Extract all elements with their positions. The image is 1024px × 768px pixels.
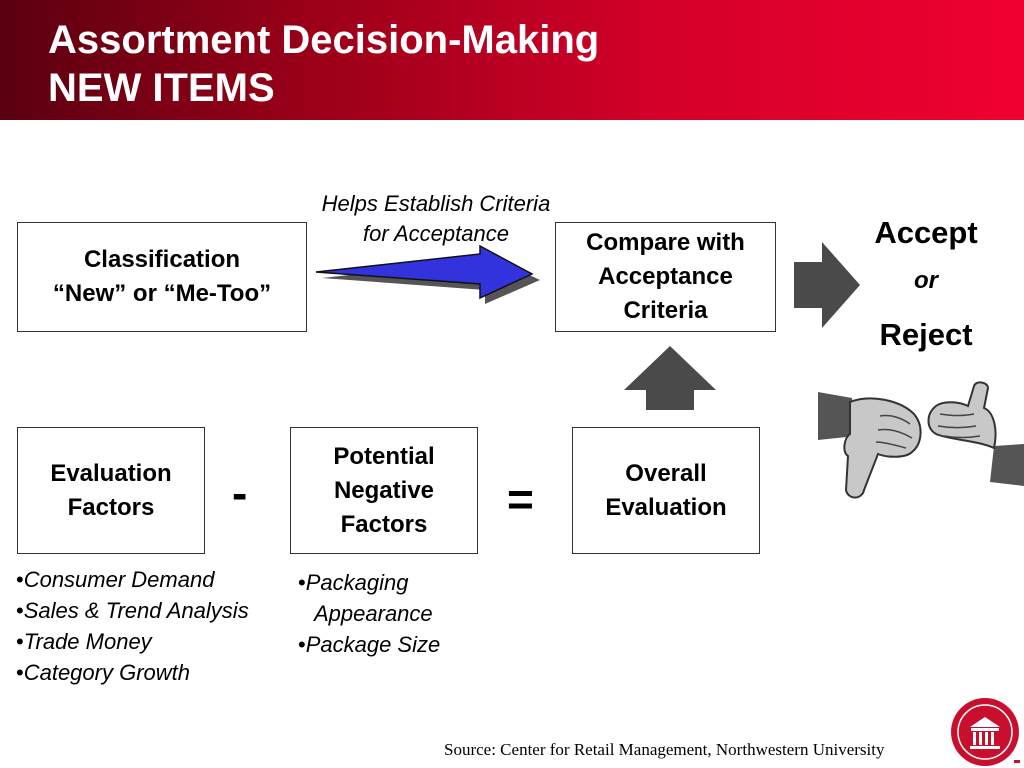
or-label: or xyxy=(914,267,938,294)
evaluation-factors-list: •Consumer Demand •Sales & Trend Analysis… xyxy=(16,564,249,688)
list-item: •Consumer Demand xyxy=(16,564,249,595)
bullet-dot: • xyxy=(16,660,24,685)
list-item-text: Sales & Trend Analysis xyxy=(23,598,249,623)
overall-line-1: Overall xyxy=(625,459,707,487)
list-item-text: Category Growth xyxy=(23,660,190,685)
seal-accent-mark xyxy=(1014,760,1020,763)
evaluation-line-2: Factors xyxy=(67,493,155,521)
classification-box: Classification “New” or “Me-Too” xyxy=(17,222,307,332)
bullet-dot: • xyxy=(16,598,24,623)
gray-right-arrow-icon xyxy=(794,242,860,328)
list-item-text: Appearance xyxy=(314,601,433,626)
criteria-callout: Helps Establish Criteria for Acceptance xyxy=(296,189,576,249)
negative-line-1: Potential xyxy=(333,442,435,470)
classification-type-label: “New” or “Me-Too” xyxy=(52,280,272,307)
compare-line-3: Criteria xyxy=(623,297,708,324)
bullet-dot: • xyxy=(298,632,306,657)
list-item-text: Packaging xyxy=(305,570,409,595)
negative-factors-list: •Packaging Appearance •Package Size xyxy=(298,567,440,660)
list-item-text: Package Size xyxy=(305,632,441,657)
title-line-1: Assortment Decision-Making xyxy=(48,18,600,62)
callout-line-2: for Acceptance xyxy=(363,221,509,246)
classification-label: Classification xyxy=(83,246,241,273)
source-citation: Source: Center for Retail Management, No… xyxy=(444,740,885,759)
blue-right-arrow-icon xyxy=(315,244,540,304)
list-item: •Packaging xyxy=(298,567,440,598)
list-item: •Package Size xyxy=(298,629,440,660)
overall-line-2: Evaluation xyxy=(605,493,727,521)
bullet-dot: • xyxy=(16,629,24,654)
list-item: •Category Growth xyxy=(16,657,249,688)
reject-label: Reject xyxy=(879,317,973,352)
negative-factors-box: Potential Negative Factors xyxy=(290,427,478,554)
list-item-continuation: Appearance xyxy=(298,598,440,629)
compare-criteria-box: Compare with Acceptance Criteria xyxy=(555,222,776,332)
title-line-2: NEW ITEMS xyxy=(48,66,275,110)
list-item: •Trade Money xyxy=(16,626,249,657)
compare-line-1: Compare with xyxy=(586,229,745,256)
list-item: •Sales & Trend Analysis xyxy=(16,595,249,626)
compare-line-2: Acceptance xyxy=(598,263,733,290)
negative-line-2: Negative xyxy=(333,476,435,504)
overall-evaluation-box: Overall Evaluation xyxy=(572,427,760,554)
evaluation-factors-box: Evaluation Factors xyxy=(17,427,205,554)
callout-line-1: Helps Establish Criteria xyxy=(321,191,551,216)
thumbs-down-thumbs-up-icon xyxy=(818,381,1024,499)
accept-label: Accept xyxy=(874,215,978,250)
negative-line-3: Factors xyxy=(340,510,428,538)
title-banner xyxy=(0,0,1024,120)
list-item-text: Consumer Demand xyxy=(23,567,215,592)
gray-up-arrow-icon xyxy=(624,346,716,410)
university-seal-icon xyxy=(951,698,1019,766)
equals-sign: = xyxy=(507,473,534,525)
evaluation-line-1: Evaluation xyxy=(50,459,172,487)
minus-sign: - xyxy=(232,467,248,519)
list-item-text: Trade Money xyxy=(23,629,152,654)
bullet-dot: • xyxy=(16,567,24,592)
slide-title: Assortment Decision-Making NEW ITEMS xyxy=(48,16,599,112)
bullet-dot: • xyxy=(298,570,306,595)
